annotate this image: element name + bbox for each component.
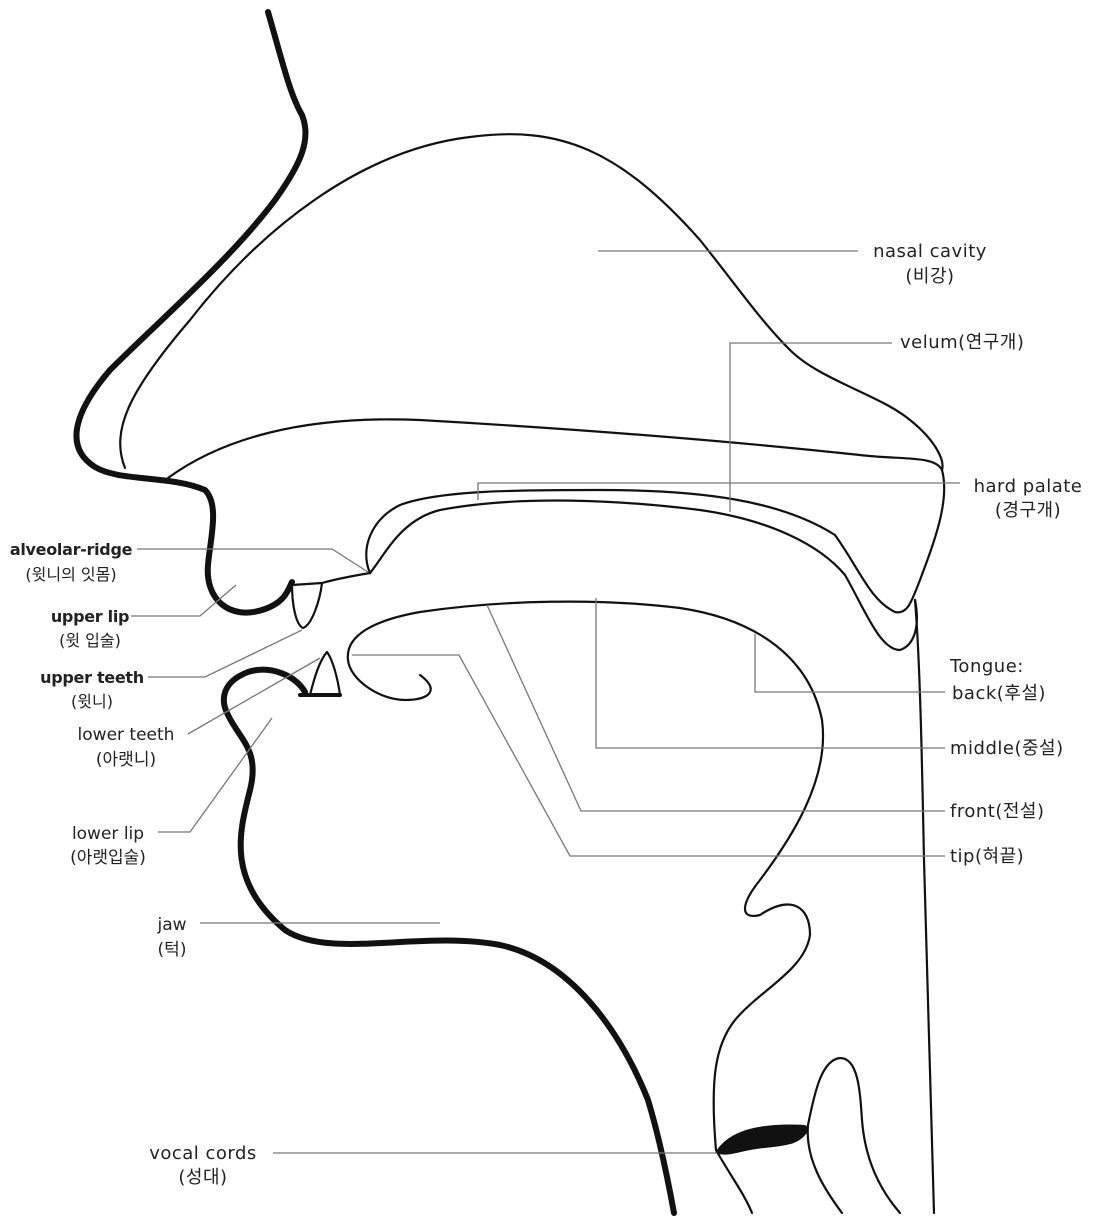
upper-teeth-shape — [292, 583, 322, 628]
tongue-middle-leader — [596, 598, 945, 748]
alveolar-ridge-leader — [137, 549, 368, 572]
face-profile-nose-upper-lip — [76, 12, 305, 613]
lower-teeth-shape — [310, 652, 340, 695]
tongue-tip-leader — [352, 655, 945, 856]
alveolar-ridge-label-ko: (윗니의 잇몸) — [25, 565, 116, 584]
nasal-cavity-label: nasal cavity — [873, 241, 987, 262]
tongue-front-leader — [487, 605, 945, 811]
velum-label: velum(연구개) — [900, 332, 1024, 353]
tongue-back-label: back(후설) — [952, 683, 1046, 704]
vocal-cords-shape — [716, 1125, 808, 1154]
lower-lip-label-ko: (아랫입술) — [70, 848, 146, 868]
tongue-front-label: front(전설) — [950, 801, 1045, 822]
larynx-inner-wall — [808, 1125, 842, 1213]
epiglottis-outline — [808, 1058, 900, 1213]
tongue-outline — [348, 602, 823, 1150]
lower-lip-label: lower lip — [72, 824, 144, 844]
lower-teeth-label-ko: (아랫니) — [96, 750, 156, 770]
hard-palate-outline — [370, 501, 917, 650]
vocal-cords-label: vocal cords — [149, 1143, 257, 1164]
tongue-back-leader — [755, 634, 945, 692]
upper-teeth-label: upper teeth — [40, 668, 144, 687]
nasal-cavity-outline — [168, 419, 944, 612]
upper-lip-label-ko: (윗 입술) — [59, 631, 121, 650]
alveolar-ridge-label: alveolar-ridge — [10, 540, 133, 559]
jaw-label: jaw — [156, 915, 186, 935]
jaw-label-ko: (턱) — [158, 940, 187, 960]
tongue-middle-label: middle(중설) — [950, 738, 1064, 759]
upper-teeth-label-ko: (윗니) — [71, 692, 113, 711]
face-profile-lower-lip-chin-neck — [224, 670, 674, 1213]
larynx-front-wall — [716, 1150, 752, 1213]
hard-palate-label: hard palate — [974, 476, 1083, 497]
tongue-title-label: Tongue: — [949, 656, 1024, 677]
velum-leader — [730, 343, 892, 512]
lower-teeth-label: lower teeth — [78, 725, 175, 745]
alveolar-ridge-curve — [322, 573, 370, 583]
upper-lip-label: upper lip — [51, 607, 129, 626]
tongue-tip-label: tip(혀끝) — [950, 846, 1024, 867]
vocal-cords-label-ko: (성대) — [178, 1167, 227, 1188]
nasal-cavity-label-ko: (비강) — [905, 266, 954, 287]
hard-palate-label-ko: (경구개) — [995, 500, 1061, 521]
nasal-cavity-top — [120, 134, 942, 470]
